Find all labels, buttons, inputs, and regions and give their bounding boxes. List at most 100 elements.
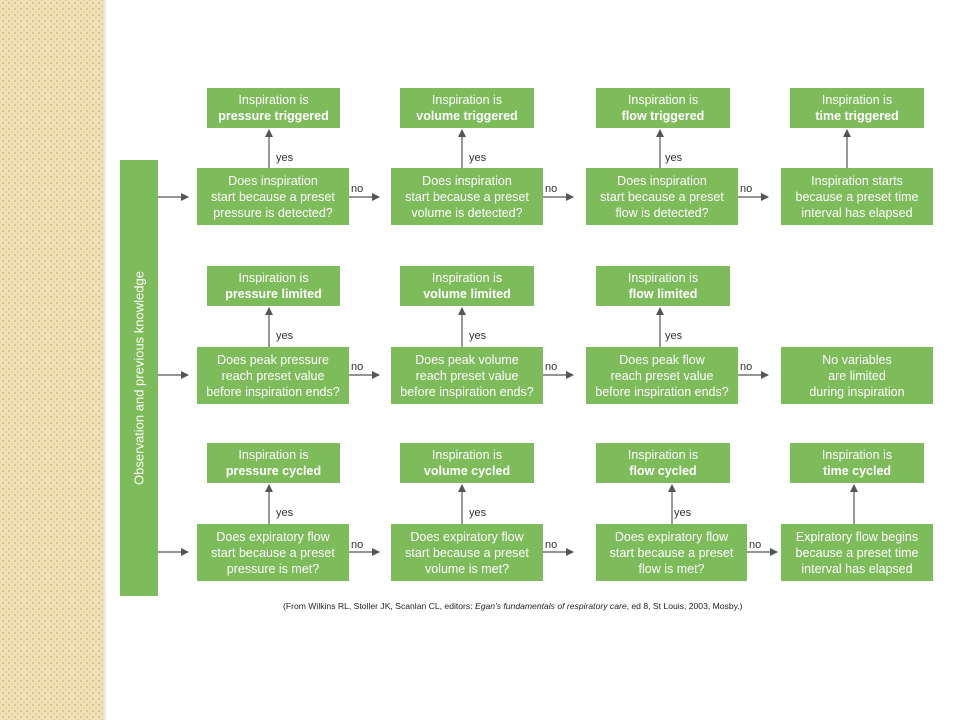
question-line: interval has elapsed — [801, 205, 913, 220]
citation-prefix: (From Wilkins RL, Stoller JK, Scanlan CL… — [283, 601, 475, 611]
question-line: No variables — [822, 352, 892, 367]
question-volume-detected: Does inspiration start because a preset … — [391, 168, 543, 225]
source-citation: (From Wilkins RL, Stoller JK, Scanlan CL… — [283, 601, 743, 611]
yes-label: yes — [276, 152, 294, 164]
question-line: start because a preset — [609, 545, 734, 560]
result-bottom-text: pressure cycled — [225, 464, 322, 478]
result-bottom-text: pressure limited — [225, 287, 322, 301]
question-pressure-detected: Does inspiration start because a preset … — [197, 168, 349, 225]
yes-label: yes — [469, 152, 487, 164]
result-top-text: Inspiration is — [238, 271, 309, 285]
yes-label: yes — [469, 330, 487, 342]
result-time-cycled: Inspiration is time cycled — [790, 443, 924, 483]
question-line: pressure is met? — [226, 561, 320, 576]
question-peak-flow: Does peak flow reach preset value before… — [586, 347, 738, 404]
result-top-text: Inspiration is — [821, 93, 893, 107]
yes-label: yes — [469, 507, 487, 519]
observation-side-bar: Observation and previous knowledge — [120, 160, 158, 596]
no-label: no — [351, 183, 364, 195]
yes-label: yes — [276, 330, 294, 342]
question-line: reach preset value — [221, 368, 325, 383]
result-bottom-text: flow limited — [628, 287, 698, 301]
no-label: no — [351, 539, 364, 551]
question-line: before inspiration ends? — [595, 384, 729, 399]
question-line: Expiratory flow begins — [795, 529, 919, 544]
result-top-text: Inspiration is — [431, 271, 503, 285]
question-line: reach preset value — [610, 368, 714, 383]
statement-no-variables-limited: No variables are limited during inspirat… — [781, 347, 933, 404]
result-top-text: Inspiration is — [627, 93, 699, 107]
question-line: start because a preset — [211, 189, 335, 204]
result-top-text: Inspiration is — [627, 448, 699, 462]
result-volume-cycled: Inspiration is volume cycled — [400, 443, 534, 483]
result-pressure-triggered: Inspiration is pressure triggered — [207, 88, 340, 128]
result-top-text: Inspiration is — [431, 93, 503, 107]
question-line: are limited — [828, 368, 886, 383]
result-top-text: Inspiration is — [431, 448, 503, 462]
result-flow-triggered: Inspiration is flow triggered — [596, 88, 730, 128]
result-bottom-text: volume triggered — [416, 109, 518, 123]
result-bottom-text: flow cycled — [629, 464, 697, 478]
question-line: Does peak pressure — [217, 352, 329, 367]
question-line: before inspiration ends? — [206, 384, 340, 399]
result-bottom-text: flow triggered — [621, 109, 705, 123]
no-label: no — [740, 183, 753, 195]
question-peak-pressure: Does peak pressure reach preset value be… — [197, 347, 349, 404]
result-bottom-text: volume limited — [423, 287, 511, 301]
result-top-text: Inspiration is — [821, 448, 893, 462]
question-line: flow is met? — [638, 561, 705, 576]
result-time-triggered: Inspiration is time triggered — [790, 88, 924, 128]
question-line: interval has elapsed — [801, 561, 913, 576]
question-line: before inspiration ends? — [400, 384, 534, 399]
question-line: start because a preset — [405, 189, 529, 204]
yes-label: yes — [674, 507, 692, 519]
question-line: because a preset time — [795, 545, 919, 560]
question-line: Does expiratory flow — [614, 529, 729, 544]
result-bottom-text: time cycled — [822, 464, 892, 478]
result-volume-triggered: Inspiration is volume triggered — [400, 88, 534, 128]
question-line: flow is detected? — [615, 205, 709, 220]
question-line: Does inspiration — [422, 173, 512, 188]
question-flow-detected: Does inspiration start because a preset … — [586, 168, 738, 225]
yes-label: yes — [665, 152, 683, 164]
statement-expiratory-time-elapsed: Expiratory flow begins because a preset … — [781, 524, 933, 581]
result-flow-limited: Inspiration is flow limited — [596, 266, 730, 306]
question-line: Inspiration starts — [811, 173, 903, 188]
no-label: no — [545, 539, 558, 551]
result-top-text: Inspiration is — [627, 271, 699, 285]
no-label: no — [545, 183, 558, 195]
question-expiratory-volume: Does expiratory flow start because a pre… — [391, 524, 543, 581]
citation-title: Egan's fundamentals of respiratory care — [474, 601, 627, 611]
result-top-text: Inspiration is — [238, 93, 309, 107]
no-label: no — [545, 361, 558, 373]
question-line: because a preset time — [795, 189, 919, 204]
yes-label: yes — [276, 507, 294, 519]
question-line: Does inspiration — [228, 173, 318, 188]
question-line: Does peak volume — [415, 352, 519, 367]
result-top-text: Inspiration is — [238, 448, 309, 462]
question-line: start because a preset — [211, 545, 335, 560]
decorative-side-pattern — [0, 0, 104, 720]
question-line: reach preset value — [415, 368, 519, 383]
question-line: start because a preset — [405, 545, 529, 560]
question-line: Does peak flow — [619, 352, 705, 367]
question-expiratory-pressure: Does expiratory flow start because a pre… — [197, 524, 349, 581]
result-bottom-text: volume cycled — [423, 464, 511, 478]
question-line: volume is met? — [424, 561, 510, 576]
question-expiratory-flow: Does expiratory flow start because a pre… — [596, 524, 747, 581]
result-bottom-text: pressure triggered — [218, 109, 329, 123]
question-line: Does inspiration — [617, 173, 707, 188]
result-flow-cycled: Inspiration is flow cycled — [596, 443, 730, 483]
question-line: Does expiratory flow — [216, 529, 330, 544]
observation-label: Observation and previous knowledge — [131, 271, 147, 485]
result-bottom-text: time triggered — [815, 109, 899, 123]
question-line: pressure is detected? — [213, 205, 333, 220]
side-pattern-edge — [104, 0, 107, 720]
no-label: no — [351, 361, 364, 373]
result-volume-limited: Inspiration is volume limited — [400, 266, 534, 306]
result-pressure-cycled: Inspiration is pressure cycled — [207, 443, 340, 483]
statement-time-elapsed: Inspiration starts because a preset time… — [781, 168, 933, 225]
question-line: Does expiratory flow — [410, 529, 524, 544]
yes-label: yes — [665, 330, 683, 342]
result-pressure-limited: Inspiration is pressure limited — [207, 266, 340, 306]
